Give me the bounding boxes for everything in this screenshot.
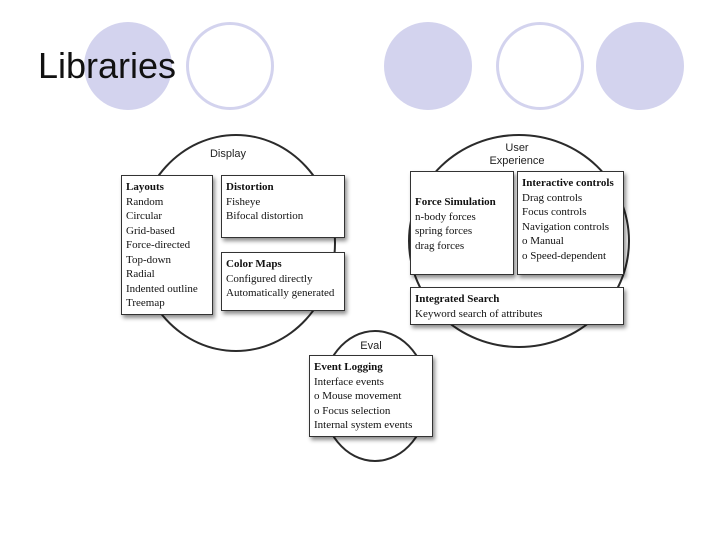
- decorative-ring-2: [496, 22, 584, 110]
- decorative-circle-3: [596, 22, 684, 110]
- decorative-circle-2: [384, 22, 472, 110]
- interactive-controls-box: Interactive controls Drag controls Focus…: [517, 171, 624, 275]
- list-item: spring forces: [415, 225, 473, 237]
- list-item: Grid-based: [126, 224, 175, 237]
- decorative-ring-1: [186, 22, 274, 110]
- event-logging-box: Event Logging Interface events o Mouse m…: [309, 355, 433, 437]
- event-logging-title: Event Logging: [314, 361, 383, 373]
- integrated-search-box: Integrated Search Keyword search of attr…: [410, 287, 624, 325]
- color-maps-title: Color Maps: [226, 258, 282, 270]
- slide-title: Libraries: [38, 45, 177, 86]
- list-item: o Speed-dependent: [522, 249, 606, 262]
- integrated-search-title: Integrated Search: [415, 293, 500, 305]
- force-simulation-title: Force Simulation: [415, 196, 496, 208]
- list-item: o Manual: [522, 235, 564, 247]
- list-item: Focus controls: [522, 206, 587, 218]
- distortion-title: Distortion: [226, 181, 274, 193]
- list-item: o Mouse movement: [314, 390, 402, 402]
- list-item: Indented outline: [126, 282, 198, 295]
- interactive-controls-title: Interactive controls: [522, 177, 614, 189]
- display-group-label: Display: [209, 148, 247, 160]
- force-simulation-box: Force Simulation n-body forces spring fo…: [410, 171, 514, 275]
- list-item: Fisheye: [226, 195, 261, 208]
- list-item: Drag controls: [522, 191, 583, 204]
- list-item: Treemap: [126, 297, 165, 309]
- list-item: Circular: [126, 210, 163, 222]
- user-experience-label-line2: Experience: [489, 155, 545, 167]
- list-item: drag forces: [415, 239, 465, 252]
- list-item: Keyword search of attributes: [415, 307, 543, 320]
- user-experience-group-label: User Experience: [474, 142, 560, 168]
- decorative-circle-1: [84, 22, 172, 110]
- list-item: Internal system events: [314, 419, 413, 431]
- list-item: Top-down: [126, 253, 172, 266]
- list-item: Configured directly: [226, 272, 313, 285]
- distortion-box: Distortion Fisheye Bifocal distortion: [221, 175, 345, 238]
- layouts-title: Layouts: [126, 181, 164, 193]
- list-item: Bifocal distortion: [226, 210, 304, 222]
- color-maps-box: Color Maps Configured directly Automatic…: [221, 252, 345, 311]
- list-item: Navigation controls: [522, 220, 610, 233]
- user-experience-label-line1: User: [505, 142, 529, 154]
- list-item: Random: [126, 195, 164, 208]
- list-item: Force-directed: [126, 239, 191, 251]
- list-item: Interface events: [314, 375, 384, 388]
- list-item: n-body forces: [415, 210, 476, 223]
- layouts-box: Layouts Random Circular Grid-based Force…: [121, 175, 213, 315]
- list-item: o Focus selection: [314, 404, 391, 417]
- list-item: Radial: [126, 268, 155, 280]
- eval-group-label: Eval: [360, 340, 382, 352]
- list-item: Automatically generated: [226, 287, 335, 299]
